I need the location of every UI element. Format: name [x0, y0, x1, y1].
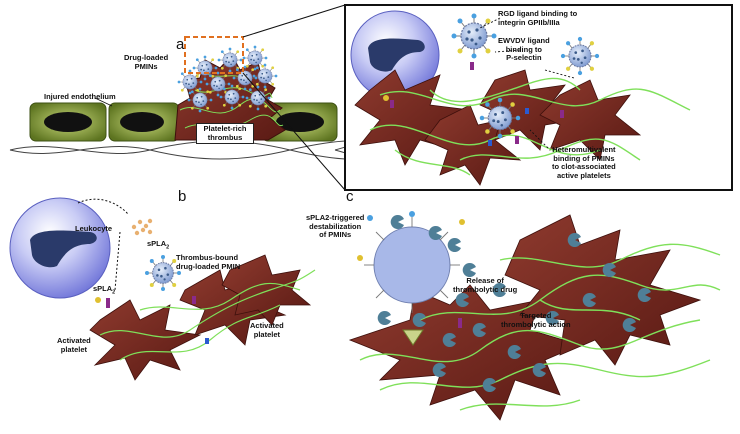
label-thrombus-bound: Thrombus-bound drug-loaded PMIN [176, 253, 241, 271]
label-drug-loaded-pmins: Drug-loaded PMINs [124, 53, 169, 71]
label-rgd-ligand: RGD ligand binding to integrin GPIIb/III… [498, 9, 578, 27]
panel-b-artwork [9, 197, 316, 381]
label-targeted: Targeted thrombolytic action [501, 311, 571, 329]
label-spla2-left: sPLA2 [93, 284, 116, 296]
label-platelet-rich-thrombus: Platelet-rich thrombus [196, 123, 254, 144]
label-spla2-top: sPLA2 [147, 239, 170, 251]
panel-inset-artwork [344, 4, 733, 191]
label-injured-endothelium: Injured endothelium [44, 92, 116, 101]
panel-label-a: a [176, 36, 185, 53]
label-activated-platelet-left: Activated platelet [57, 336, 91, 354]
panel-a-artwork [9, 4, 355, 191]
label-activated-platelet-right: Activated platelet [250, 321, 284, 339]
panel-c-artwork [348, 211, 721, 421]
panel-label-c: c [346, 188, 354, 205]
label-spla2-triggered: sPLA2-triggered destabilization of PMINs [306, 213, 365, 239]
label-leukocyte: Leukocyte [75, 224, 113, 233]
label-ewvdv-ligand: EWVDV ligand binding to P-selectin [498, 36, 550, 62]
label-release: Release of thrombolytic drug [453, 276, 518, 294]
label-heteromultivalent: Heteromultivalent binding of PMINs to cl… [552, 145, 616, 180]
panel-label-b: b [178, 188, 187, 205]
